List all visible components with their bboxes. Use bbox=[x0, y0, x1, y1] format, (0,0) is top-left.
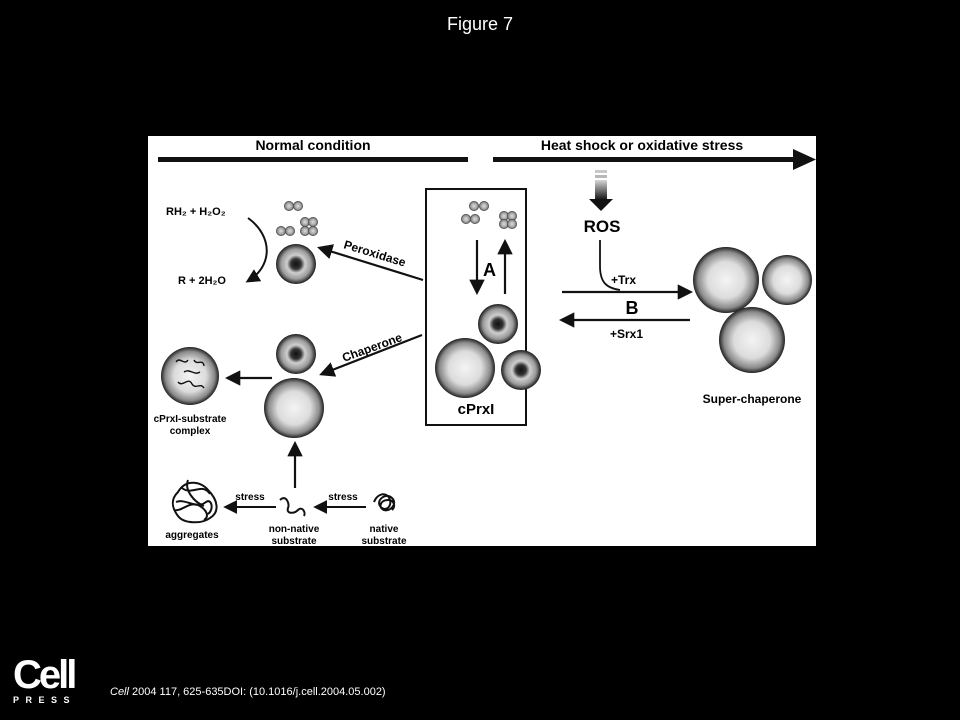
super-chaperone-ball-3 bbox=[719, 307, 785, 373]
arrow-b-label: B bbox=[626, 298, 639, 318]
peroxidase-reaction-bottom: R + 2H₂O bbox=[178, 275, 226, 287]
cprxi-dimers bbox=[461, 201, 517, 229]
logo-word: Cell bbox=[13, 653, 77, 697]
super-chaperone-ball-1 bbox=[693, 247, 759, 313]
peroxidase-arrow bbox=[317, 244, 424, 282]
ros-to-b-arrow bbox=[599, 240, 621, 291]
cprxi-small-ball-2 bbox=[501, 350, 541, 390]
normal-condition-bar bbox=[158, 157, 468, 162]
citation-details: 2004 117, 625-635DOI: (10.1016/j.cell.20… bbox=[128, 686, 386, 698]
aggregates-icon bbox=[171, 479, 218, 524]
chaperone-small-ball bbox=[276, 334, 316, 374]
stress-condition-label: Heat shock or oxidative stress bbox=[541, 137, 744, 153]
citation: Cell 2004 117, 625-635DOI: (10.1016/j.ce… bbox=[110, 686, 386, 698]
diagram-panel: Normal condition Heat shock or oxidative… bbox=[148, 136, 816, 546]
cprxi-small-ball bbox=[478, 304, 518, 344]
non-native-substrate-icon bbox=[279, 497, 306, 517]
native-substrate-icon bbox=[373, 493, 396, 512]
native-label-line1: native bbox=[370, 524, 399, 535]
cprxi-big-ball bbox=[435, 338, 495, 398]
cell-press-logo: Cell PRESS bbox=[13, 653, 81, 706]
super-chaperone-ball-2 bbox=[762, 255, 812, 305]
ros-gradient-arrow bbox=[589, 170, 613, 211]
stress-label-right: stress bbox=[328, 492, 358, 503]
cprxi-substrate-complex bbox=[161, 347, 219, 405]
peroxidase-dimers bbox=[276, 201, 318, 236]
stress-condition-arrow bbox=[493, 149, 816, 170]
arrow-a-label: A bbox=[483, 260, 496, 280]
non-native-label-line2: substrate bbox=[271, 536, 316, 546]
chaperone-big-ball bbox=[264, 378, 324, 438]
figure-title: Figure 7 bbox=[446, 14, 514, 34]
peroxidase-reaction-top: RH₂ + H₂O₂ bbox=[166, 206, 226, 218]
peroxidase-small-ball bbox=[276, 244, 316, 284]
chaperone-label: Chaperone bbox=[340, 330, 404, 365]
srx1-label: +Srx1 bbox=[610, 327, 643, 341]
super-chaperone-label: Super-chaperone bbox=[703, 392, 802, 406]
chaperone-arrow bbox=[319, 333, 423, 377]
trx-label: +Trx bbox=[611, 273, 636, 287]
non-native-label-line1: non-native bbox=[269, 524, 320, 535]
peroxidase-cycle-arrow bbox=[245, 217, 268, 283]
aggregates-label: aggregates bbox=[165, 530, 219, 541]
native-label-line2: substrate bbox=[361, 536, 406, 546]
stress-label-left: stress bbox=[235, 492, 265, 503]
complex-label-line2: complex bbox=[170, 426, 211, 437]
complex-label-line1: cPrxI-substrate bbox=[154, 414, 227, 425]
cprxi-box bbox=[425, 188, 527, 426]
citation-journal: Cell bbox=[110, 686, 129, 698]
cprxi-label: cPrxI bbox=[458, 401, 495, 418]
normal-condition-label: Normal condition bbox=[255, 137, 370, 153]
logo-press: PRESS bbox=[13, 695, 77, 705]
ros-label: ROS bbox=[584, 217, 621, 236]
